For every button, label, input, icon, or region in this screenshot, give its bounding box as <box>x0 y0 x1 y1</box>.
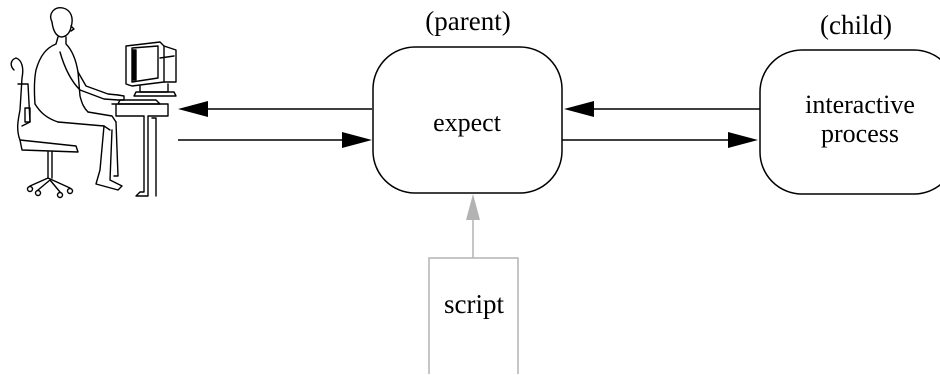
expect-process-arrows <box>562 101 760 148</box>
expect-label: expect <box>433 108 502 137</box>
arrow-expect-to-process-head <box>728 132 758 148</box>
arrow-process-to-expect-head <box>564 101 594 117</box>
script-box <box>428 257 519 374</box>
expect-node: (parent) expect <box>372 6 563 194</box>
process-label-line2: process <box>821 119 899 148</box>
arrow-user-to-expect-head <box>342 132 372 148</box>
expect-box <box>372 46 563 194</box>
script-label: script <box>444 289 504 319</box>
arrow-script-to-expect-head <box>466 194 480 220</box>
process-label-line1: interactive <box>805 90 915 119</box>
expect-caption: (parent) <box>425 6 510 36</box>
person-at-computer-icon <box>10 7 177 199</box>
process-caption: (child) <box>820 10 892 40</box>
arrow-expect-to-user-head <box>178 101 208 117</box>
interactive-process-box <box>759 49 940 195</box>
interactive-process-node: (child) interactive process <box>759 10 940 195</box>
user-expect-arrows <box>178 101 372 148</box>
script-node: script <box>428 194 519 374</box>
